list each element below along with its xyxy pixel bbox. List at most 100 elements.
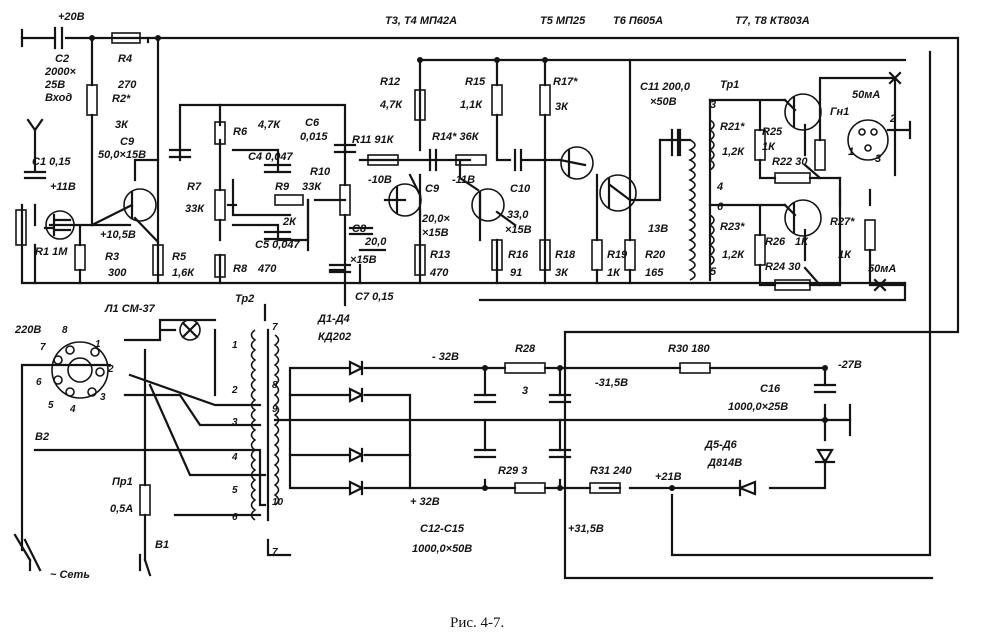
label-d5d6-type: Д814В: [707, 457, 742, 469]
resistor-r4: [111, 32, 141, 44]
label-b2: В2: [35, 431, 49, 443]
label-c10-val2: ×15В: [505, 224, 532, 236]
label-r18: R18: [555, 249, 576, 261]
label-p6: 6: [36, 377, 42, 388]
test-point-top: [888, 71, 902, 85]
label-r26: R26: [765, 236, 786, 248]
label-power-in: +20В: [58, 11, 85, 23]
label-r29: R29 3: [498, 465, 527, 477]
label-d1d4: Д1-Д4: [317, 313, 350, 325]
label-n5: 5: [710, 266, 717, 278]
label-v105: +10,5В: [100, 229, 136, 241]
label-r28: R28: [515, 343, 536, 355]
label-r17-val: 3К: [555, 101, 569, 113]
label-v10: -10В: [368, 174, 392, 186]
label-v27: -27В: [838, 359, 862, 371]
label-r21: R21*: [720, 121, 745, 133]
fuse-pr1: [139, 484, 151, 516]
capacitor-c9b: [428, 148, 438, 172]
label-r30: R30 180: [668, 343, 710, 355]
label-r28-val: 3: [522, 385, 528, 397]
label-r6: R6: [233, 126, 248, 138]
label-r13-val: 470: [429, 267, 449, 279]
label-c11: С11 200,0: [640, 81, 691, 93]
label-pin3: 3: [875, 153, 881, 165]
zener-d6: [737, 479, 757, 497]
label-r25: R25: [762, 126, 783, 138]
label-c5: С5 0,047: [255, 239, 301, 251]
transistor-t8: [784, 199, 822, 237]
label-c9b-val2: ×15В: [422, 227, 449, 239]
label-c11-val: ×50В: [650, 96, 677, 108]
label-r10: R10: [310, 166, 331, 178]
resistor-r10: [339, 184, 351, 216]
label-c12c15: С12-С15: [420, 523, 465, 535]
label-p2: 2: [107, 364, 114, 375]
input-terminal: [26, 118, 44, 132]
label-w1: 1: [232, 340, 238, 351]
resistor-r14: [455, 154, 487, 166]
label-pin1: 1: [848, 146, 854, 158]
label-v11n: -11В: [452, 174, 475, 186]
switch-b1: [23, 538, 152, 577]
label-d5d6: Д5-Д6: [704, 439, 738, 451]
transistor-t5: [560, 146, 594, 180]
label-v32p: + 32В: [410, 496, 440, 508]
transistor-t4: [471, 188, 505, 222]
label-r12: R12: [380, 76, 400, 88]
label-r26-val: 1К: [795, 236, 809, 248]
resistor-r13: [414, 244, 426, 276]
label-r7: R7: [187, 181, 202, 193]
label-v315p: +31,5В: [568, 523, 604, 535]
capacitor-c5: [263, 230, 292, 241]
label-r5: R5: [172, 251, 187, 263]
label-r27: R27*: [830, 216, 855, 228]
labels: +20В Т3, Т4 МП42А Т5 МП25 Т6 П605А Т7, Т…: [14, 11, 896, 631]
label-pr1-val: 0,5А: [110, 503, 133, 515]
resistor-r5: [152, 244, 164, 276]
label-r20-val: 165: [645, 267, 664, 279]
label-c12c15-val: 1000,0×50В: [412, 543, 472, 555]
label-r2-val: 3К: [115, 119, 129, 131]
label-tr2: Тр2: [235, 293, 254, 305]
label-r15-val: 1,1К: [460, 99, 483, 111]
capacitor-c10: [513, 148, 523, 172]
label-d1d4-type: КД202: [318, 331, 351, 343]
fet-t1: [43, 210, 75, 240]
label-gn: Гн1: [830, 106, 849, 118]
transistor-t7: [784, 93, 822, 131]
resistor-r27: [864, 219, 876, 251]
label-c9: С9: [120, 136, 135, 148]
capacitor-c6: [333, 143, 357, 154]
zener-d5: [814, 448, 836, 465]
label-n3: 3: [710, 99, 716, 111]
label-w5: 5: [232, 485, 238, 496]
wiring: [20, 28, 960, 580]
resistor-r28: [504, 362, 546, 374]
label-input: Вход: [45, 92, 72, 104]
label-ma-top: 50мА: [852, 89, 880, 101]
label-p3: 3: [100, 392, 106, 403]
label-n4: 4: [716, 181, 723, 193]
label-r7-val: 33К: [185, 203, 205, 215]
label-c6: С6: [305, 117, 320, 129]
resistor-r11: [367, 154, 399, 166]
label-r17: R17*: [553, 76, 578, 88]
label-r2: R2*: [112, 93, 131, 105]
label-r5-val: 1,6К: [172, 267, 195, 279]
label-w4: 4: [231, 452, 238, 463]
label-t6: Т6 П605А: [613, 15, 663, 27]
label-mains-v: 220В: [14, 324, 41, 336]
figure-caption: Рис. 4-7.: [450, 615, 504, 631]
label-v11: +11В: [50, 181, 76, 193]
label-t3t4: Т3, Т4 МП42А: [385, 15, 457, 27]
label-c2-val1: 2000×: [44, 66, 76, 78]
label-r8: R8: [233, 263, 248, 275]
label-w3: 3: [232, 417, 238, 428]
label-v21: +21В: [655, 471, 682, 483]
resistor-r22: [774, 172, 811, 184]
resistor-r2: [86, 84, 98, 116]
label-w9: 9: [272, 404, 278, 415]
label-v13: 13В: [648, 223, 668, 235]
